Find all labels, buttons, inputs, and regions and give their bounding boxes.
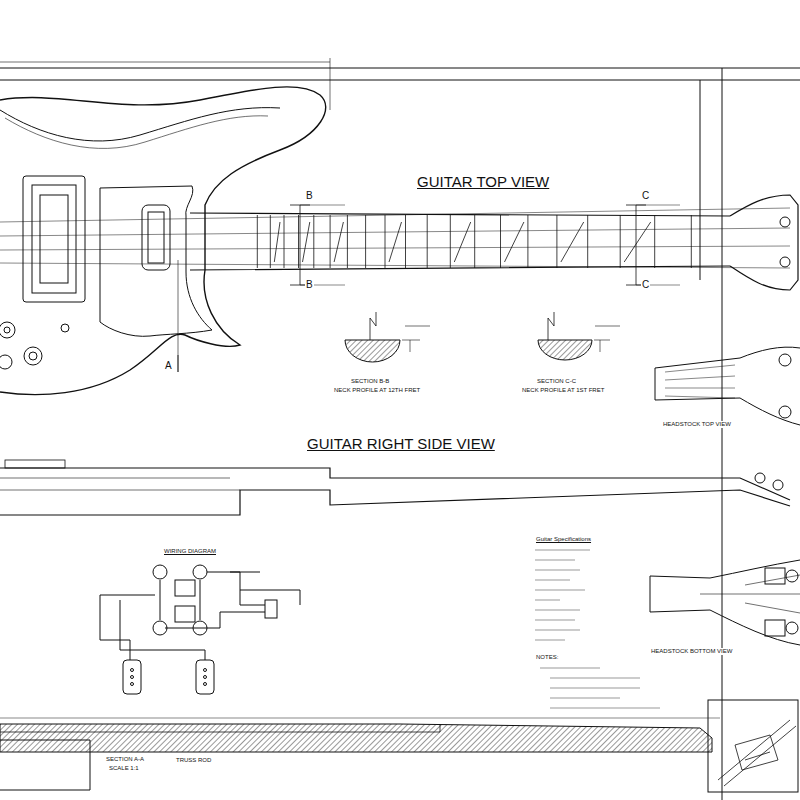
- section-title: SECTION A-A: [105, 756, 145, 763]
- section-note: NECK PROFILE AT 1ST FRET: [521, 387, 605, 394]
- table-title: Guitar Specifications: [535, 536, 592, 543]
- section-mark: A: [164, 360, 173, 371]
- part-note: TRUSS ROD: [175, 757, 212, 764]
- section-title: SECTION C-C: [536, 378, 577, 385]
- view-title: GUITAR TOP VIEW: [416, 174, 550, 191]
- notes-title: NOTES:: [535, 654, 559, 661]
- diagram-title: WIRING DIAGRAM: [163, 548, 217, 555]
- view-title: HEADSTOCK TOP VIEW: [662, 421, 732, 428]
- section-mark: C: [641, 279, 650, 290]
- section-mark: B: [305, 190, 314, 201]
- view-title: HEADSTOCK BOTTOM VIEW: [650, 648, 733, 655]
- section-note: NECK PROFILE AT 12TH FRET: [333, 387, 421, 394]
- scale-note: SCALE 1:1: [108, 765, 140, 772]
- section-mark: C: [641, 190, 650, 201]
- section-title: SECTION B-B: [350, 378, 390, 385]
- view-title: GUITAR RIGHT SIDE VIEW: [306, 436, 496, 453]
- section-mark: B: [305, 279, 314, 290]
